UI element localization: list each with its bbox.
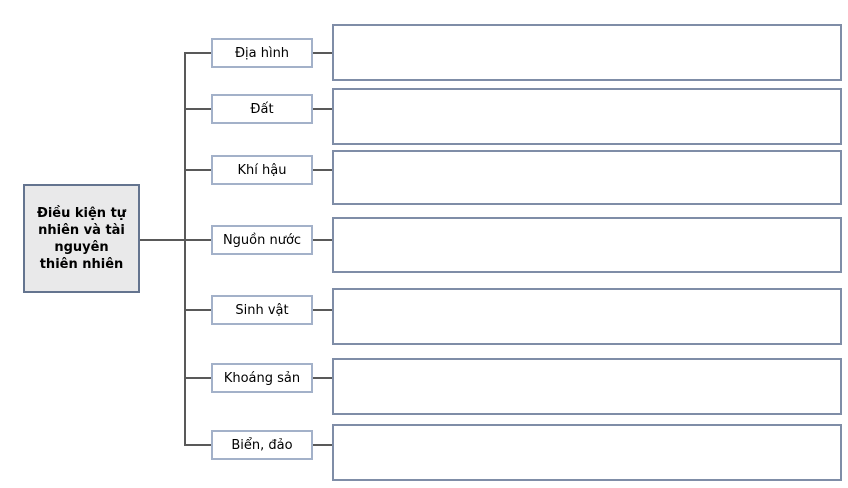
detail-box-khoang-san bbox=[332, 358, 842, 415]
detail-box-nguon-nuoc bbox=[332, 217, 842, 273]
branch-label: Sinh vật bbox=[235, 302, 289, 318]
branch-node-khi-hau: Khí hậu bbox=[211, 155, 313, 185]
branch-label: Nguồn nước bbox=[222, 232, 302, 248]
detail-box-dia-hinh bbox=[332, 24, 842, 81]
detail-box-sinh-vat bbox=[332, 288, 842, 345]
detail-box-bien-dao bbox=[332, 424, 842, 481]
root-node: Điều kiện tự nhiên và tài nguyên thiên n… bbox=[23, 184, 140, 293]
root-node-label-line: thiên nhiên bbox=[39, 256, 124, 272]
detail-box-khi-hau bbox=[332, 150, 842, 205]
root-node-label-line: nhiên và tài bbox=[38, 222, 125, 238]
root-node-label-line: nguyên bbox=[54, 239, 109, 255]
root-node-label-line: Điều kiện tự bbox=[36, 205, 127, 221]
branch-label: Khí hậu bbox=[237, 162, 287, 178]
branch-node-nguon-nuoc: Nguồn nước bbox=[211, 225, 313, 255]
branch-label: Khoáng sản bbox=[223, 370, 301, 386]
branch-label: Địa hình bbox=[234, 45, 290, 61]
branch-node-bien-dao: Biển, đảo bbox=[211, 430, 313, 460]
branch-node-khoang-san: Khoáng sản bbox=[211, 363, 313, 393]
branch-label: Đất bbox=[250, 101, 274, 117]
branch-node-dat: Đất bbox=[211, 94, 313, 124]
branch-label: Biển, đảo bbox=[231, 437, 293, 453]
detail-box-dat bbox=[332, 88, 842, 145]
branch-node-sinh-vat: Sinh vật bbox=[211, 295, 313, 325]
branch-node-dia-hinh: Địa hình bbox=[211, 38, 313, 68]
